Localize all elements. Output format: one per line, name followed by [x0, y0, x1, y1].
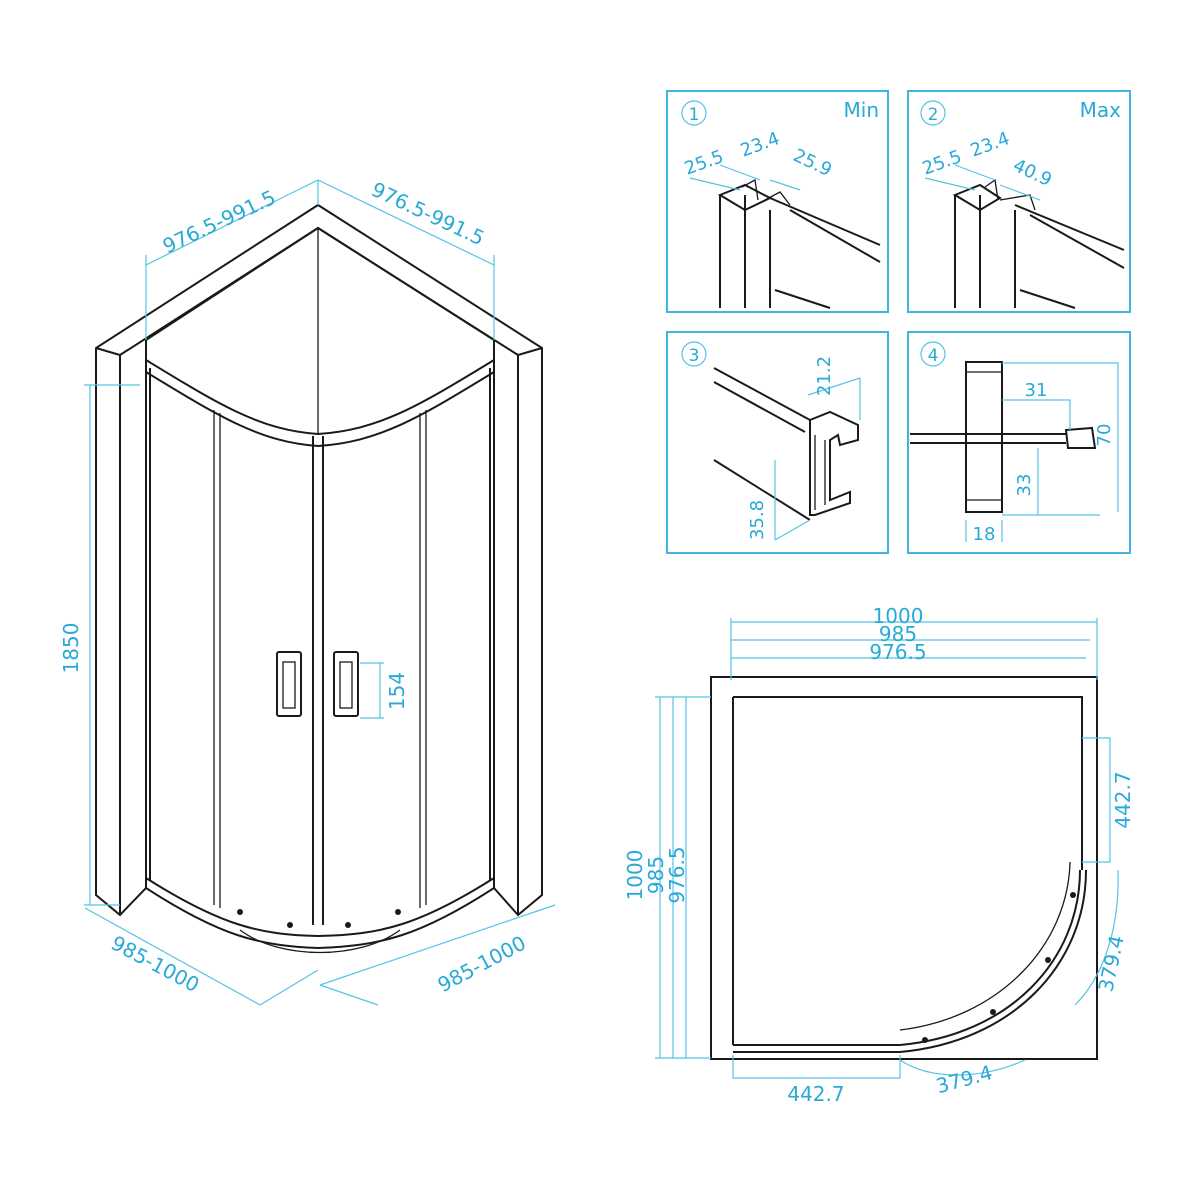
plan-view: 1000 985 976.5 1000 985 976.5 442.7 442.… [623, 604, 1135, 1106]
detail-4-seal: 4 31 70 33 18 [907, 331, 1131, 554]
plan-width-1000: 1000 [873, 604, 924, 628]
detail-2-label: Max [1080, 98, 1122, 122]
plan-width-976: 976.5 [869, 640, 926, 664]
detail-2-number: 2 [928, 105, 939, 125]
detail-4-number: 4 [928, 346, 939, 366]
detail-3-number: 3 [689, 346, 700, 366]
main-base-right-label: 985-1000 [434, 931, 530, 997]
detail-4-dim-d: 18 [973, 524, 996, 545]
plan-arc-bottom: 379.4 [933, 1060, 995, 1098]
plan-bottom-segment: 442.7 [787, 1082, 844, 1106]
main-top-left-width: 976.5-991.5 [159, 185, 279, 258]
detail-4-dim-b: 70 [1094, 424, 1115, 447]
detail-1-min: 1 Min 25.5 23.4 25.9 [666, 90, 889, 313]
detail-3-dim-a: 21.2 [814, 356, 835, 396]
detail-1-number: 1 [689, 105, 700, 125]
door-handle-left [276, 651, 302, 717]
plan-arc-right: 379.4 [1093, 933, 1128, 994]
detail-1-dim-c: 25.9 [790, 145, 835, 181]
main-top-right-width: 976.5-991.5 [368, 177, 488, 250]
main-base-left-label: 985-1000 [107, 931, 203, 997]
main-height-label: 1850 [59, 623, 83, 674]
plan-side-segment: 442.7 [1111, 771, 1135, 828]
enclosure-3d-view: 976.5-991.5 976.5-991.5 1850 154 985-100… [59, 177, 556, 1006]
plan-height-1000: 1000 [623, 850, 647, 901]
detail-1-dim-a: 25.5 [682, 146, 727, 179]
plan-height-985: 985 [644, 856, 668, 894]
door-handle-right [333, 651, 359, 717]
plan-width-985: 985 [879, 622, 917, 646]
detail-4-dim-c: 33 [1014, 474, 1035, 497]
detail-3-rail: 3 21.2 35.8 [666, 331, 889, 554]
plan-height-976: 976.5 [665, 846, 689, 903]
detail-1-dim-b: 23.4 [738, 128, 783, 161]
detail-2-dim-b: 23.4 [968, 128, 1013, 161]
detail-2-max: 2 Max 25.5 23.4 40.9 [907, 90, 1131, 313]
main-handle-height-label: 154 [385, 672, 409, 710]
detail-2-dim-a: 25.5 [920, 146, 965, 179]
detail-4-dim-a: 31 [1025, 380, 1048, 401]
detail-1-label: Min [844, 98, 880, 122]
detail-3-dim-b: 35.8 [747, 500, 768, 540]
detail-2-dim-c: 40.9 [1010, 155, 1055, 191]
